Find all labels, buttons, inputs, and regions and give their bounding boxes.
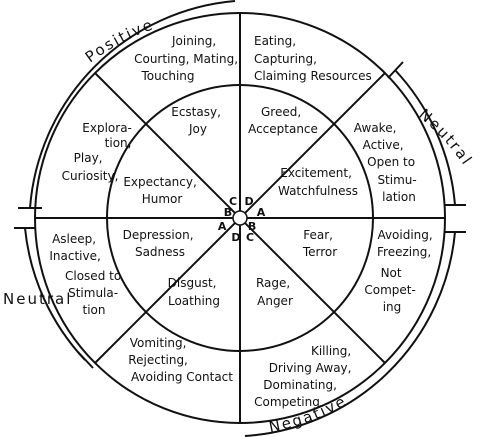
inner-expectancy: Expectancy, Humor xyxy=(123,175,200,206)
inner-greed: Greed, Acceptance xyxy=(248,105,318,136)
center-letters-upper-right: D A xyxy=(245,195,266,219)
neutral-right-arc xyxy=(394,69,456,206)
inner-ecstasy: Ecstasy, Joy xyxy=(171,105,225,136)
inner-depression: Depression, Sadness xyxy=(123,228,198,259)
outer-exploration: Explora- tion, Play, Curiosity, xyxy=(62,121,136,183)
center-hub xyxy=(232,210,248,226)
outer-eating: Eating, Capturing, Claiming Resources xyxy=(254,34,372,83)
outer-joining: Joining, Courting, Mating, Touching xyxy=(134,34,242,83)
inner-excitement: Excitement, Watchfulness xyxy=(278,166,358,198)
neutral-right-tick-top xyxy=(387,61,404,79)
negative-arc xyxy=(244,231,456,437)
outer-asleep: Asleep, Inactive, Closed to Stimula- tio… xyxy=(49,232,125,317)
outer-killing: Killing, Driving Away, Dominating, Compe… xyxy=(254,344,355,409)
outer-awake: Awake, Active, Open to Stimu- lation xyxy=(354,121,421,204)
neutral-left-tick-bottom xyxy=(77,351,94,369)
positive-arc xyxy=(29,0,236,209)
center-letters-lower-left: A D xyxy=(218,220,241,244)
center-letters-lower-right: B C xyxy=(246,220,260,244)
outer-vomiting: Vomiting, Rejecting, Avoiding Contact xyxy=(128,336,233,384)
inner-rage: Rage, Anger xyxy=(256,276,294,308)
inner-fear: Fear, Terror xyxy=(302,228,337,259)
neutral-left-label: Neutral xyxy=(3,290,72,308)
inner-disgust: Disgust, Loathing xyxy=(168,276,221,308)
center-letters-upper-left: C B xyxy=(224,195,241,219)
neutral-left-arc xyxy=(24,227,86,361)
outer-avoiding: Avoiding, Freezing, Not Compet- ing xyxy=(364,228,436,314)
